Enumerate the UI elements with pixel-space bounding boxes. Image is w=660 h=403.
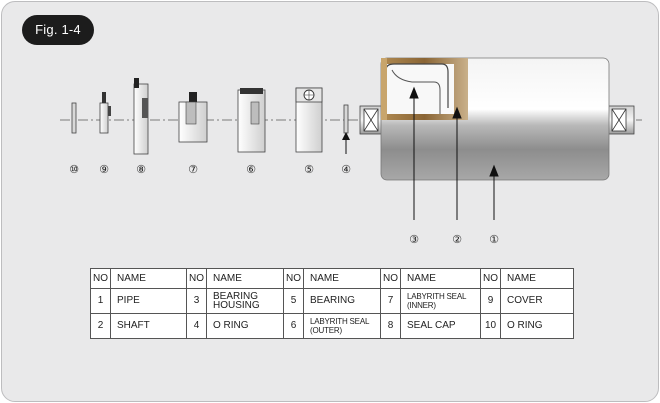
part-name-cell: O RING (206, 313, 284, 339)
callout-7: ⑦ (188, 163, 198, 176)
part-no-cell: 6 (283, 313, 304, 339)
part-no-cell: 10 (480, 313, 501, 339)
part-no-cell: 2 (90, 313, 111, 339)
header-name: NAME (500, 268, 574, 289)
callout-9: ⑨ (99, 163, 109, 176)
header-name: NAME (400, 268, 481, 289)
header-no: NO (380, 268, 401, 289)
part-name-cell: SHAFT (110, 313, 187, 339)
header-name: NAME (303, 268, 381, 289)
part-name-line: (OUTER) (310, 326, 342, 335)
callout-5: ⑤ (304, 163, 314, 176)
header-name: NAME (110, 268, 187, 289)
part-8-seal-cap (133, 78, 149, 155)
part-no-cell: 4 (186, 313, 207, 339)
part-no-cell: 8 (380, 313, 401, 339)
part-9-cover (99, 92, 111, 134)
callout-2: ② (452, 233, 462, 246)
part-name-line: LABYRITH SEAL (407, 292, 467, 301)
assembled-roller (359, 57, 635, 181)
part-name-cell: SEAL CAP (400, 313, 481, 339)
callout-8: ⑧ (136, 163, 146, 176)
callout-10: ⑩ (69, 163, 79, 176)
part-7-labyrinth-seal-inner (178, 92, 208, 143)
callout-3: ③ (409, 233, 419, 246)
part-no-cell: 1 (90, 288, 111, 314)
table-row: 2 SHAFT 4 O RING 6 LABYRITH SEAL (OUTER)… (90, 313, 574, 339)
part-no-cell: 7 (380, 288, 401, 314)
table-row: 1 PIPE 3 BEARING HOUSING 5 BEARING 7 LAB… (90, 288, 574, 314)
figure-label-badge: Fig. 1-4 (22, 15, 94, 45)
part-name-line: BEARING (213, 291, 259, 302)
part-name-line: LABYRITH SEAL (310, 317, 370, 326)
callout-1: ① (489, 233, 499, 246)
parts-table-header-row: NO NAME NO NAME NO NAME NO NAME NO NAME (90, 268, 574, 289)
part-no-cell: 3 (186, 288, 207, 314)
part-name-cell: LABYRITH SEAL (INNER) (400, 288, 481, 314)
callout-4: ④ (341, 163, 351, 176)
part-name-cell: COVER (500, 288, 574, 314)
part-name-cell: PIPE (110, 288, 187, 314)
roller-exploded-diagram: ⑩ ⑨ ⑧ ⑦ ⑥ ⑤ ④ ③ ② ① (60, 57, 642, 246)
parts-table: NO NAME NO NAME NO NAME NO NAME NO NAME … (90, 268, 574, 339)
part-no-cell: 5 (283, 288, 304, 314)
part-name-cell: O RING (500, 313, 574, 339)
header-no: NO (480, 268, 501, 289)
part-name-line: HOUSING (213, 300, 260, 311)
header-name: NAME (206, 268, 284, 289)
header-no: NO (283, 268, 304, 289)
part-name-cell: BEARING (303, 288, 381, 314)
header-no: NO (186, 268, 207, 289)
part-name-cell: BEARING HOUSING (206, 288, 284, 314)
part-no-cell: 9 (480, 288, 501, 314)
part-name-cell: LABYRITH SEAL (OUTER) (303, 313, 381, 339)
part-4-o-ring (342, 104, 350, 154)
part-6-labyrinth-seal-outer (237, 88, 266, 153)
callout-lines (409, 86, 499, 220)
header-no: NO (90, 268, 111, 289)
part-10-o-ring (71, 102, 77, 134)
part-name-line: (INNER) (407, 301, 436, 310)
callout-6: ⑥ (246, 163, 256, 176)
part-5-bearing (295, 87, 323, 153)
